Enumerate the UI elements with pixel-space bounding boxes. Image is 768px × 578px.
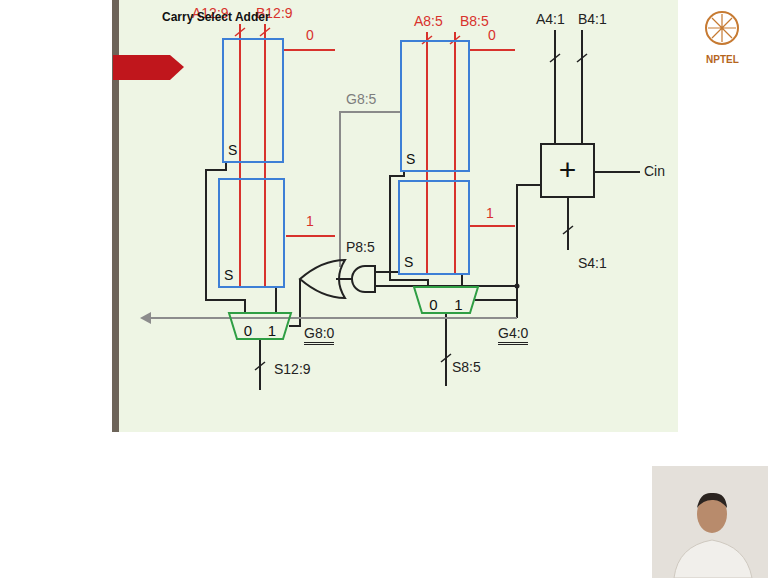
slide-marker xyxy=(113,55,184,80)
label-slot: 0 xyxy=(488,26,496,44)
operand-bus xyxy=(240,24,455,288)
signal-label: G8:0 xyxy=(304,325,334,345)
adder-block: S xyxy=(398,180,470,275)
label-slot: S8:5 xyxy=(452,358,481,376)
signal-wire xyxy=(475,185,540,300)
label-slot: B8:5 xyxy=(460,12,489,30)
carry-in-value: 1 xyxy=(486,205,494,221)
label-slot: A4:1 xyxy=(536,10,565,28)
bus-label: B8:5 xyxy=(460,13,489,29)
label-slot: G8:0 xyxy=(304,324,334,345)
slide-background xyxy=(112,0,678,432)
mux-input-number: 1 xyxy=(268,322,276,339)
label-slot: Cin xyxy=(644,162,665,180)
webcam-frame xyxy=(652,466,768,578)
carry-out-wire xyxy=(148,317,517,319)
carry-in-value: 1 xyxy=(306,213,314,229)
sum-port-label: S xyxy=(404,254,413,270)
bus-label: A8:5 xyxy=(414,13,443,29)
mux-input-number: 1 xyxy=(454,296,462,313)
signal-wire xyxy=(390,172,428,286)
signal-wire xyxy=(206,163,245,312)
bus-label: A4:1 xyxy=(536,11,565,27)
bus-label: B4:1 xyxy=(578,11,607,27)
signal-label: G8:5 xyxy=(346,91,376,107)
label-slot: G4:0 xyxy=(498,324,528,345)
signal-label: P8:5 xyxy=(346,239,375,255)
adder-block: S xyxy=(218,178,285,288)
label-slot: B4:1 xyxy=(578,10,607,28)
label-slot: 1 xyxy=(306,212,314,230)
label-slot: G8:5 xyxy=(346,90,376,108)
signal-label: G4:0 xyxy=(498,325,528,345)
label-slot: S12:9 xyxy=(274,360,311,378)
carry-in-value: 0 xyxy=(306,27,314,43)
mux-input-number: 0 xyxy=(244,322,252,339)
logo-ring xyxy=(706,12,738,44)
sum-port-label: S xyxy=(228,142,237,158)
sum-port-label: S xyxy=(224,267,233,283)
signal-wire xyxy=(461,275,463,286)
label-slot: S4:1 xyxy=(578,254,607,272)
signal-label: Cin xyxy=(644,163,665,179)
mux-trapezoid xyxy=(414,287,478,313)
or-gate xyxy=(300,260,345,298)
mux-trapezoid xyxy=(229,313,291,339)
signal-wire xyxy=(275,288,277,312)
multiplexer: 01 xyxy=(413,286,479,314)
mux-outline xyxy=(413,286,479,314)
bus-slash xyxy=(255,54,587,370)
operator-symbol: + xyxy=(559,153,577,188)
label-slot: 0 xyxy=(306,26,314,44)
ripple-adder: + xyxy=(540,143,595,198)
title-slot: Carry Select Adder xyxy=(162,7,270,25)
adder-block: S xyxy=(222,38,284,163)
slide-title: Carry Select Adder xyxy=(162,10,270,24)
bus-label: S12:9 xyxy=(274,361,311,377)
arrow-head xyxy=(140,312,151,324)
mux-input-number: 0 xyxy=(429,296,437,313)
adder-block: S xyxy=(400,40,470,172)
webcam-person-body xyxy=(674,540,752,578)
multiplexer: 01 xyxy=(228,312,292,340)
signal-wire xyxy=(260,30,640,390)
bus-label: S4:1 xyxy=(578,255,607,271)
bus-label: S8:5 xyxy=(452,359,481,375)
logo-star xyxy=(708,14,736,42)
and-gate xyxy=(352,266,375,292)
logo-text: NPTEL xyxy=(706,54,739,66)
label-slot: A8:5 xyxy=(414,12,443,30)
mux-outline xyxy=(228,312,292,340)
label-slot: NPTEL xyxy=(706,49,739,67)
sum-port-label: S xyxy=(406,151,415,167)
webcam-person-hair xyxy=(697,493,727,508)
label-slot: 1 xyxy=(486,204,494,222)
label-slot: P8:5 xyxy=(346,238,375,256)
carry-in-value: 0 xyxy=(488,27,496,43)
